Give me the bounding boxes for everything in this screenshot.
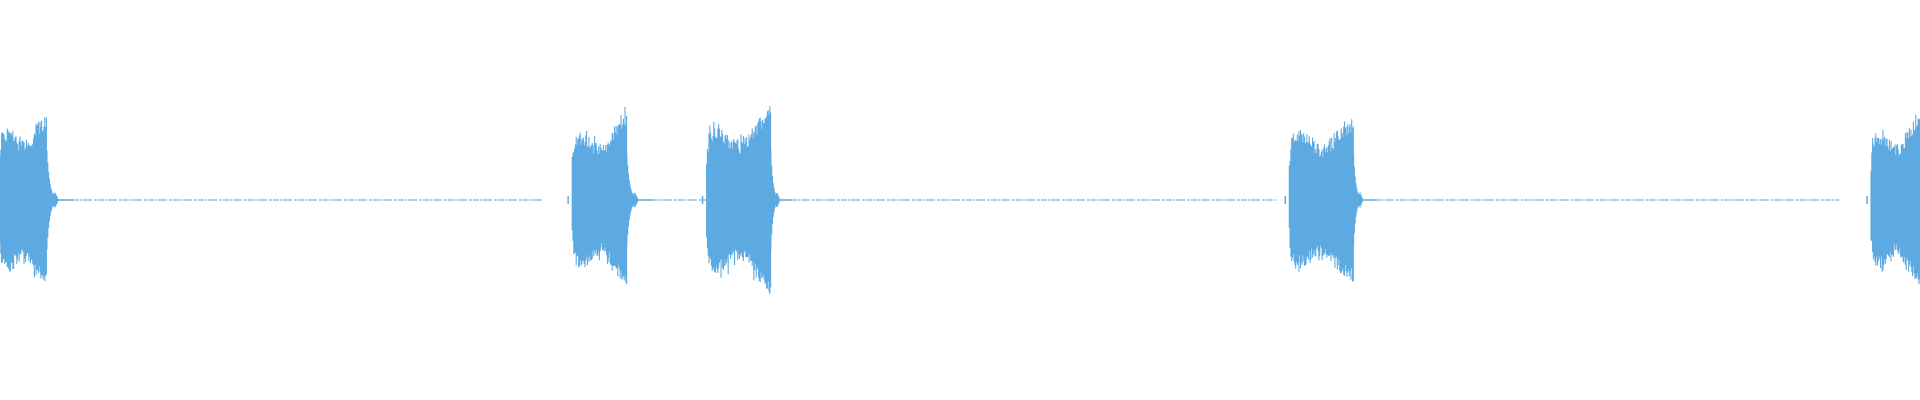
burst-waveform [571, 107, 654, 285]
burst-waveform [0, 117, 74, 282]
burst-waveform [1870, 114, 1920, 285]
audio-burst[interactable] [0, 117, 74, 282]
audio-burst[interactable] [701, 106, 792, 295]
audio-burst[interactable] [1866, 114, 1920, 285]
burst-layer [0, 106, 1920, 295]
audio-burst[interactable] [1284, 119, 1375, 282]
burst-waveform [706, 106, 792, 295]
burst-waveform [1288, 119, 1375, 282]
audio-burst[interactable] [567, 107, 654, 285]
